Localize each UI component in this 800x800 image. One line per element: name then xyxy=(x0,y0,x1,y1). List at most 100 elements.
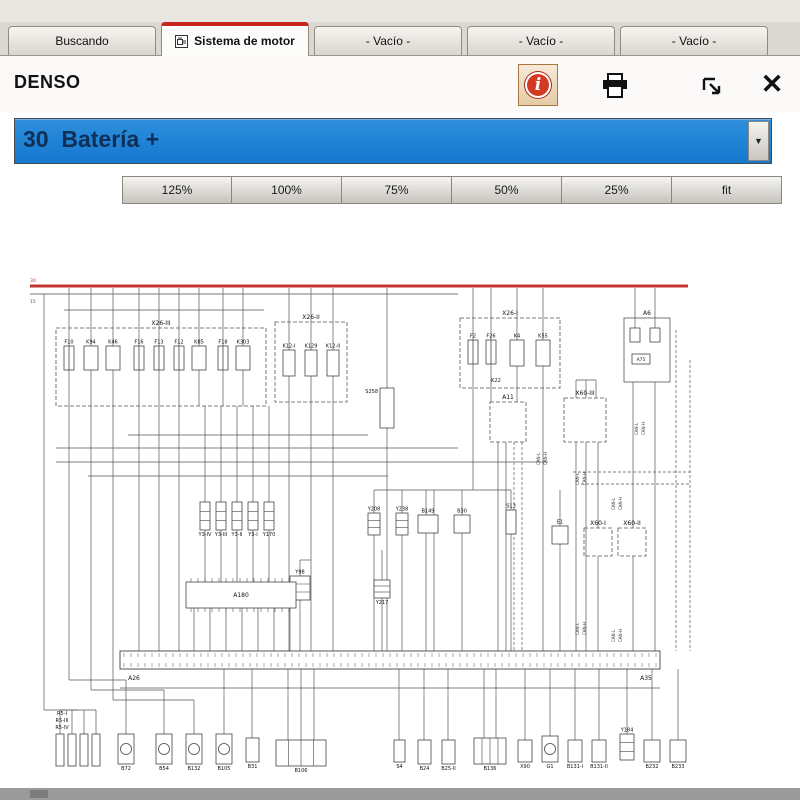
zoom-125pct-button[interactable]: 125% xyxy=(122,176,232,204)
tab-sistema-de-motor[interactable]: Sistema de motor xyxy=(161,22,309,56)
svg-text:A35: A35 xyxy=(640,675,652,682)
svg-text:X26-II: X26-II xyxy=(302,314,320,321)
svg-text:CAN-H: CAN-H xyxy=(543,452,548,465)
svg-text:Y208: Y208 xyxy=(367,507,381,513)
tab-vacío[interactable]: - Vacío - xyxy=(467,26,615,55)
page-title: DENSO xyxy=(14,72,81,92)
svg-text:F13: F13 xyxy=(154,340,163,346)
svg-text:R5-I: R5-I xyxy=(57,711,67,717)
svg-text:CAN-L: CAN-L xyxy=(575,622,580,635)
svg-text:B31: B31 xyxy=(248,764,258,770)
tab-label: Buscando xyxy=(55,34,109,48)
svg-text:Y3-II: Y3-II xyxy=(231,532,243,538)
svg-text:Y98: Y98 xyxy=(294,570,304,576)
svg-text:X60-III: X60-III xyxy=(575,390,594,397)
svg-text:B131-II: B131-II xyxy=(590,764,608,770)
svg-text:CAN-H: CAN-H xyxy=(641,422,646,435)
svg-text:Y184: Y184 xyxy=(620,728,634,734)
tab-label: - Vacío - xyxy=(671,34,717,48)
svg-text:A180: A180 xyxy=(233,592,249,599)
zoom-50pct-button[interactable]: 50% xyxy=(452,176,562,204)
svg-text:B54: B54 xyxy=(159,766,169,772)
tab-bar: Buscando Sistema de motor - Vacío - - Vacío… xyxy=(0,22,800,56)
svg-text:Y3-III: Y3-III xyxy=(214,532,227,538)
svg-text:Y238: Y238 xyxy=(395,507,409,513)
info-icon: i xyxy=(525,72,551,98)
close-button[interactable]: ✕ xyxy=(760,68,784,99)
svg-text:CAN-H: CAN-H xyxy=(618,497,623,510)
tab-buscando[interactable]: Buscando xyxy=(8,26,156,55)
svg-text:Y3-I: Y3-I xyxy=(247,532,258,538)
svg-text:S258: S258 xyxy=(365,389,378,395)
svg-text:CAN-L: CAN-L xyxy=(575,472,580,485)
chevron-down-icon: ▼ xyxy=(754,136,763,146)
svg-text:F10: F10 xyxy=(64,340,73,346)
dropdown-button[interactable]: ▼ xyxy=(748,121,769,161)
svg-text:B131-I: B131-I xyxy=(567,764,583,770)
svg-text:A6: A6 xyxy=(643,310,651,317)
svg-text:K85: K85 xyxy=(194,340,204,346)
tab-vacío[interactable]: - Vacío - xyxy=(314,26,462,55)
svg-text:CAN-H: CAN-H xyxy=(618,629,623,642)
svg-text:X60-II: X60-II xyxy=(623,520,641,527)
zoom-25pct-button[interactable]: 25% xyxy=(562,176,672,204)
svg-text:B105: B105 xyxy=(218,766,231,772)
svg-text:CAN-L: CAN-L xyxy=(536,452,541,465)
zoom-75pct-button[interactable]: 75% xyxy=(342,176,452,204)
svg-text:X26-I: X26-I xyxy=(502,310,518,317)
svg-text:K12-II: K12-II xyxy=(326,344,340,350)
svg-text:Y3-IV: Y3-IV xyxy=(198,532,213,538)
restore-button[interactable] xyxy=(700,74,724,98)
svg-text:A11: A11 xyxy=(502,394,514,401)
svg-text:B106: B106 xyxy=(295,768,308,774)
svg-text:B232: B232 xyxy=(646,764,659,770)
svg-text:B72: B72 xyxy=(121,766,131,772)
svg-text:X26-III: X26-III xyxy=(151,320,170,327)
window-top-strip xyxy=(0,0,800,22)
svg-text:R5-III: R5-III xyxy=(56,718,69,724)
svg-text:B30: B30 xyxy=(457,509,467,515)
svg-text:CAN-H: CAN-H xyxy=(582,472,587,485)
svg-text:A75: A75 xyxy=(637,357,646,363)
svg-text:K94: K94 xyxy=(86,340,96,346)
selected-wiring-option: 30 Batería + xyxy=(23,126,160,152)
svg-text:K46: K46 xyxy=(108,340,118,346)
svg-text:R5-IV: R5-IV xyxy=(55,725,69,731)
svg-text:F16: F16 xyxy=(134,340,143,346)
selection-dropdown[interactable]: 30 Batería + ▼ xyxy=(14,118,772,164)
svg-text:S4: S4 xyxy=(396,764,402,770)
info-button[interactable]: i xyxy=(518,64,558,106)
svg-text:F26: F26 xyxy=(486,334,495,340)
svg-text:S13: S13 xyxy=(506,504,516,510)
tab-vacío[interactable]: - Vacío - xyxy=(620,26,768,55)
svg-text:K12-I: K12-I xyxy=(283,344,296,350)
svg-text:K303: K303 xyxy=(237,340,250,346)
print-button[interactable] xyxy=(598,70,632,100)
svg-text:CAN-L: CAN-L xyxy=(634,422,639,435)
svg-text:B132: B132 xyxy=(188,766,201,772)
header: DENSO i ✕ xyxy=(0,56,800,112)
taskbar xyxy=(0,788,800,800)
svg-text:K4: K4 xyxy=(514,334,520,340)
printer-icon xyxy=(603,72,627,98)
zoom-toolbar: 125%100%75%50%25%fit xyxy=(122,176,782,204)
svg-text:F18: F18 xyxy=(218,340,227,346)
svg-text:30: 30 xyxy=(30,278,36,284)
svg-text:K129: K129 xyxy=(305,344,318,350)
svg-text:B233: B233 xyxy=(672,764,685,770)
svg-text:B149: B149 xyxy=(422,509,435,515)
zoom-100pct-button[interactable]: 100% xyxy=(232,176,342,204)
svg-text:F12: F12 xyxy=(174,340,183,346)
svg-text:B136: B136 xyxy=(484,766,497,772)
taskbar-item xyxy=(30,790,48,798)
svg-text:CAN-H: CAN-H xyxy=(582,622,587,635)
engine-system-icon xyxy=(175,34,189,48)
svg-text:K55: K55 xyxy=(538,334,548,340)
svg-text:A26: A26 xyxy=(128,675,140,682)
tab-label: - Vacío - xyxy=(365,34,411,48)
zoom-fit-button[interactable]: fit xyxy=(672,176,782,204)
svg-text:X90: X90 xyxy=(520,764,530,770)
svg-text:K22: K22 xyxy=(491,378,501,384)
